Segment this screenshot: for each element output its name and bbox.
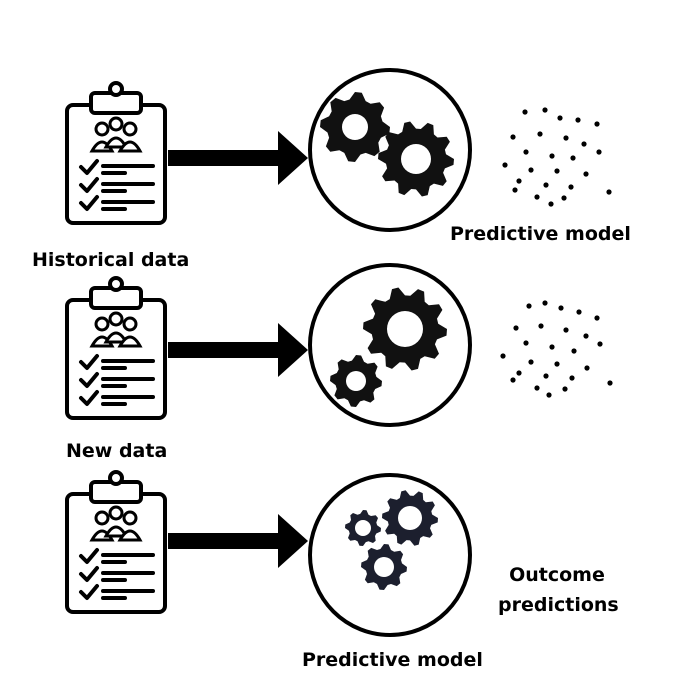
gear-icon xyxy=(320,92,390,162)
scatter-dot xyxy=(561,195,567,201)
scatter-dot xyxy=(549,344,555,350)
scatter-dot xyxy=(548,201,554,207)
scatter-dot xyxy=(516,370,522,376)
predictive-model-label: Predictive model xyxy=(450,223,631,245)
scatter-dot xyxy=(557,115,563,121)
scatter-dot xyxy=(596,149,602,155)
scatter-dot xyxy=(581,141,587,147)
gear-icon xyxy=(330,355,382,407)
scatter-dot xyxy=(546,392,552,398)
scatter-dot xyxy=(542,107,548,113)
scatter-dot xyxy=(543,182,549,188)
clipboard-icon xyxy=(65,276,167,420)
scatter-dot xyxy=(513,325,519,331)
scatter-dot xyxy=(583,171,589,177)
gear-icon xyxy=(363,287,447,371)
scatter-dot xyxy=(584,365,590,371)
scatter-dot xyxy=(575,117,581,123)
scatter-dot xyxy=(523,149,529,155)
clipboard-icon xyxy=(65,81,167,225)
scatter-dot xyxy=(512,187,518,193)
scatter-dot xyxy=(568,184,574,190)
scatter-points xyxy=(502,107,612,207)
scatter-dot xyxy=(528,359,534,365)
scatter-dot xyxy=(558,305,564,311)
arrow-right-icon xyxy=(168,323,308,377)
scatter-dot xyxy=(510,377,516,383)
new-data-label: New data xyxy=(66,440,168,462)
gear-icon xyxy=(345,510,381,546)
scatter-dot xyxy=(576,309,582,315)
scatter-dot xyxy=(570,155,576,161)
scatter-dot xyxy=(538,323,544,329)
scatter-dot xyxy=(594,121,600,127)
scatter-dot xyxy=(510,134,516,140)
gear-icon xyxy=(382,490,438,546)
gear-icon xyxy=(361,544,407,590)
scatter-dot xyxy=(554,361,560,367)
scatter-dot xyxy=(502,162,508,168)
scatter-dot xyxy=(597,341,603,347)
scatter-dot xyxy=(594,315,600,321)
scatter-dot xyxy=(563,327,569,333)
predictive-model-label-bottom: Predictive model xyxy=(302,649,483,671)
scatter-dot xyxy=(523,340,529,346)
scatter-dot xyxy=(534,194,540,200)
scatter-dot xyxy=(543,373,549,379)
scatter-dot xyxy=(562,386,568,392)
scatter-dot xyxy=(549,153,555,159)
scatter-dot xyxy=(542,300,548,306)
scatter-dot xyxy=(526,303,532,309)
scatter-dot xyxy=(606,189,612,195)
arrow-right-icon xyxy=(168,514,308,568)
scatter-dot xyxy=(500,353,506,359)
scatter-dot xyxy=(563,135,569,141)
gear-icon xyxy=(378,121,454,197)
scatter-dot xyxy=(571,348,577,354)
scatter-dot xyxy=(569,375,575,381)
scatter-points xyxy=(500,300,613,398)
scatter-dot xyxy=(528,167,534,173)
arrow-right-icon xyxy=(168,131,308,185)
clipboard-icon xyxy=(65,470,167,614)
scatter-dot xyxy=(583,333,589,339)
outcome-predictions-line1: Outcome xyxy=(509,564,605,586)
scatter-dot xyxy=(537,131,543,137)
outcome-predictions-line2: predictions xyxy=(498,594,619,617)
scatter-dot xyxy=(522,109,528,115)
outcome-predictions-label: Outcome predictions xyxy=(498,560,619,621)
scatter-dot xyxy=(607,380,613,386)
historical-data-label: Historical data xyxy=(32,249,190,271)
scatter-dot xyxy=(534,385,540,391)
scatter-dot xyxy=(554,168,560,174)
scatter-dot xyxy=(516,178,522,184)
